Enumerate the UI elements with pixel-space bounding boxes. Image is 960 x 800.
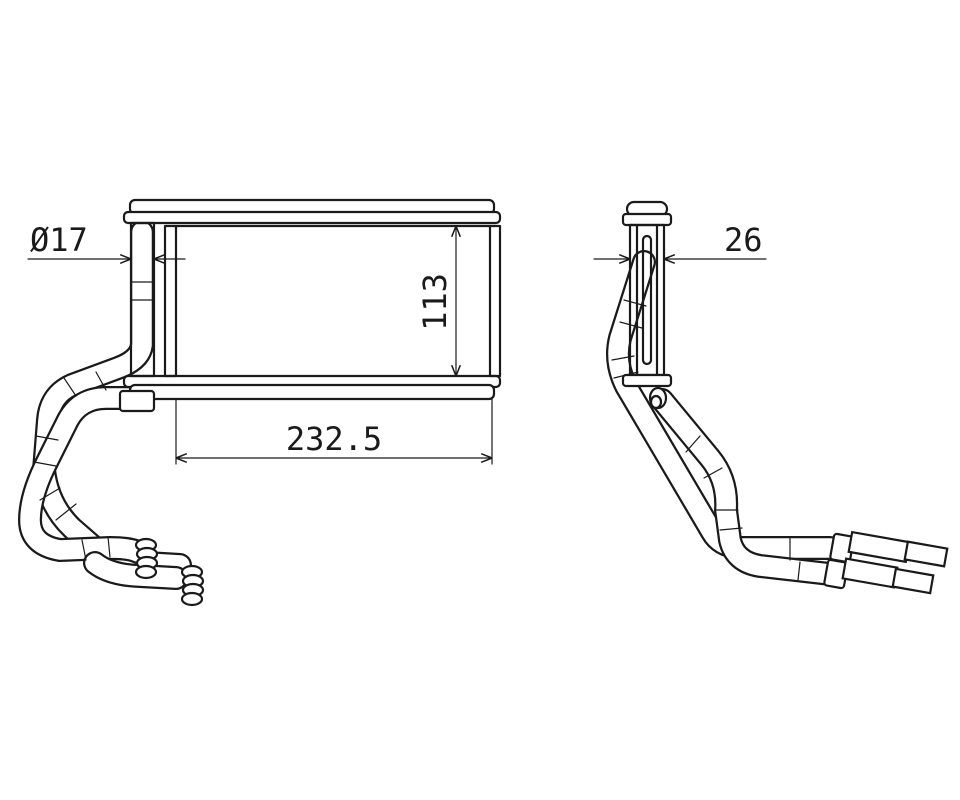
front-hose-clamp-2 — [180, 564, 205, 607]
dimension-label-diameter: Ø17 — [30, 221, 88, 259]
front-view: Ø17 113 232.5 — [18, 198, 502, 607]
front-core — [118, 198, 502, 413]
dimension-label-height: 113 — [416, 273, 454, 331]
dimension-label-depth: 26 — [724, 221, 763, 259]
dimension-tube-diameter: Ø17 — [27, 221, 186, 259]
dimension-core-width: 232.5 — [175, 398, 493, 465]
dimension-core-height: 113 — [416, 225, 456, 377]
side-hose-2 — [650, 388, 842, 586]
front-hose-bands — [33, 281, 154, 561]
front-hose-lower — [18, 386, 188, 590]
side-fitting-lower — [823, 557, 935, 595]
side-view: 26 — [593, 200, 949, 595]
dimension-core-depth: 26 — [593, 221, 767, 259]
side-core — [621, 200, 673, 410]
front-hose-clamp-1 — [134, 537, 159, 580]
dimension-label-width: 232.5 — [286, 420, 382, 458]
